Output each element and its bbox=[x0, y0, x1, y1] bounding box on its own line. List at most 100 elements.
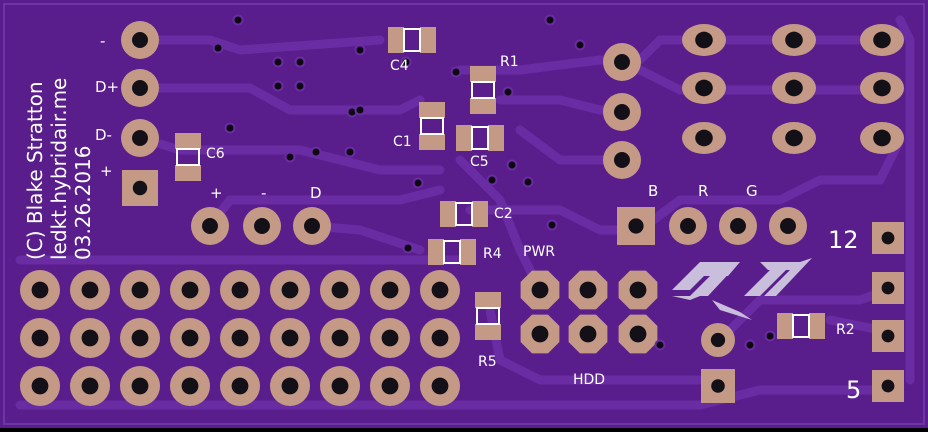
smd-pad bbox=[472, 201, 488, 227]
drill-hole bbox=[873, 129, 891, 147]
drill-hole bbox=[628, 218, 644, 234]
smd-pad bbox=[456, 125, 472, 151]
drill-hole bbox=[31, 281, 49, 299]
drill-hole bbox=[181, 329, 199, 347]
via-hole bbox=[274, 58, 282, 66]
drill-hole bbox=[881, 379, 895, 393]
via-hole bbox=[312, 148, 320, 156]
drill-hole bbox=[254, 218, 270, 234]
drill-hole bbox=[614, 104, 630, 120]
via-hole bbox=[404, 244, 412, 252]
smd-pad bbox=[419, 102, 445, 118]
drill-hole bbox=[202, 218, 218, 234]
via-hole bbox=[286, 153, 294, 161]
drill-hole bbox=[131, 377, 149, 395]
via-hole bbox=[356, 46, 364, 54]
label-hdr-plus: + bbox=[210, 184, 223, 202]
smd-body-outline bbox=[455, 202, 473, 226]
drill-hole bbox=[785, 79, 803, 97]
drill-hole bbox=[381, 281, 399, 299]
label-hdd: HDD bbox=[573, 372, 605, 388]
label-r4: R4 bbox=[483, 246, 502, 262]
board-edge-outline bbox=[3, 3, 925, 425]
drill-hole bbox=[531, 281, 549, 299]
trace bbox=[825, 315, 885, 335]
smd-pad bbox=[460, 239, 476, 265]
via-hole bbox=[296, 58, 304, 66]
label-r2: R2 bbox=[836, 322, 855, 338]
label-hdr-minus: - bbox=[261, 184, 266, 202]
via-hole bbox=[546, 16, 554, 24]
via-hole bbox=[274, 82, 282, 90]
via-hole bbox=[356, 106, 364, 114]
trace bbox=[135, 35, 385, 55]
drill-hole bbox=[431, 281, 449, 299]
via-hole bbox=[452, 68, 460, 76]
drill-hole bbox=[695, 79, 713, 97]
label-c6: C6 bbox=[206, 146, 225, 162]
logo-stroke bbox=[712, 300, 752, 320]
drill-hole bbox=[181, 377, 199, 395]
label-r5: R5 bbox=[478, 354, 497, 370]
via-hole bbox=[346, 148, 354, 156]
label-c4: C4 bbox=[390, 58, 409, 74]
smd-body-outline bbox=[403, 28, 421, 52]
drill-hole bbox=[431, 329, 449, 347]
drill-hole bbox=[132, 80, 148, 96]
smd-pad bbox=[475, 292, 501, 308]
via-hole bbox=[656, 341, 664, 349]
trace bbox=[135, 83, 425, 115]
smd-pad bbox=[175, 165, 201, 181]
drill-hole bbox=[381, 377, 399, 395]
label-c5: C5 bbox=[470, 154, 489, 170]
smd-body-outline bbox=[420, 117, 444, 135]
smd-body-outline bbox=[176, 148, 200, 166]
drill-hole bbox=[873, 31, 891, 49]
drill-hole bbox=[431, 377, 449, 395]
trace bbox=[895, 15, 915, 385]
drill-hole bbox=[881, 231, 895, 245]
drill-hole bbox=[629, 325, 647, 343]
drill-hole bbox=[281, 281, 299, 299]
drill-hole bbox=[331, 329, 349, 347]
drill-hole bbox=[331, 281, 349, 299]
hybridair-logo-icon bbox=[672, 258, 812, 320]
label-usb-minus: - bbox=[100, 32, 105, 50]
smd-pad bbox=[175, 133, 201, 149]
via-hole bbox=[766, 332, 774, 340]
drill-hole bbox=[231, 329, 249, 347]
drill-hole bbox=[281, 377, 299, 395]
smd-pad bbox=[440, 201, 456, 227]
credit-line2: ledkt.hybridair.me bbox=[47, 78, 71, 260]
trace bbox=[455, 155, 545, 295]
via-hole bbox=[488, 176, 496, 184]
drill-hole bbox=[873, 79, 891, 97]
smd-body-outline bbox=[471, 81, 495, 99]
drill-hole bbox=[31, 377, 49, 395]
drill-hole bbox=[780, 218, 796, 234]
label-pin-5: 5 bbox=[846, 376, 861, 404]
drill-hole bbox=[614, 152, 630, 168]
drill-hole bbox=[695, 31, 713, 49]
trace bbox=[135, 133, 445, 175]
logo-stroke bbox=[744, 268, 788, 296]
label-pwr: PWR bbox=[523, 244, 555, 260]
smd-pad bbox=[419, 134, 445, 150]
label-pin-12: 12 bbox=[828, 226, 859, 254]
drill-hole bbox=[579, 281, 597, 299]
label-rgb-b: B bbox=[648, 182, 658, 200]
smd-body-outline bbox=[476, 307, 500, 325]
drill-hole bbox=[131, 281, 149, 299]
drill-hole bbox=[132, 130, 148, 146]
drill-hole bbox=[629, 281, 647, 299]
smd-pad bbox=[420, 27, 436, 53]
via-hole bbox=[214, 44, 222, 52]
label-rgb-r: R bbox=[698, 182, 708, 200]
smd-pad bbox=[777, 313, 793, 339]
label-usb-dminus: D- bbox=[95, 126, 112, 144]
smd-pad bbox=[470, 66, 496, 82]
smd-body-outline bbox=[471, 126, 489, 150]
drill-hole bbox=[331, 377, 349, 395]
drill-hole bbox=[131, 329, 149, 347]
